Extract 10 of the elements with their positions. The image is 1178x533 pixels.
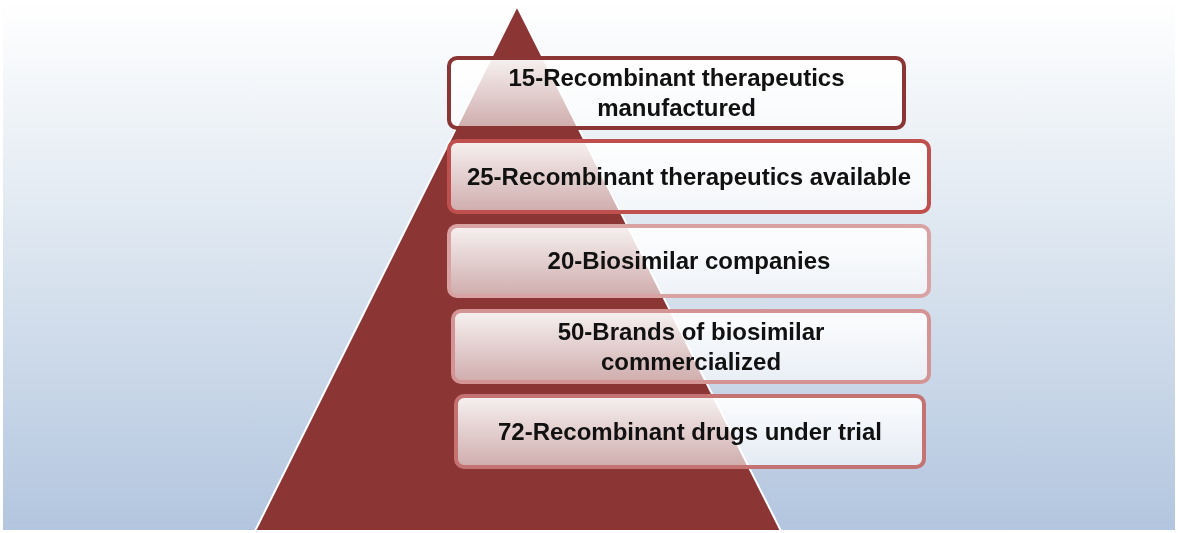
level-text: 72-Recombinant drugs under trial: [497, 416, 883, 447]
level-text: 15-Recombinant therapeutics manufactured: [507, 63, 846, 123]
level-text: 25-Recombinant therapeutics available: [466, 161, 912, 192]
level-box: [447, 224, 931, 298]
level-box: [447, 56, 906, 130]
level-box: [454, 394, 926, 469]
level-box: [451, 309, 931, 384]
level-text: 20-Biosimilar companies: [547, 246, 831, 276]
level-box: [447, 139, 931, 214]
level-text: 50-Brands of biosimilar commercialized: [556, 316, 826, 377]
